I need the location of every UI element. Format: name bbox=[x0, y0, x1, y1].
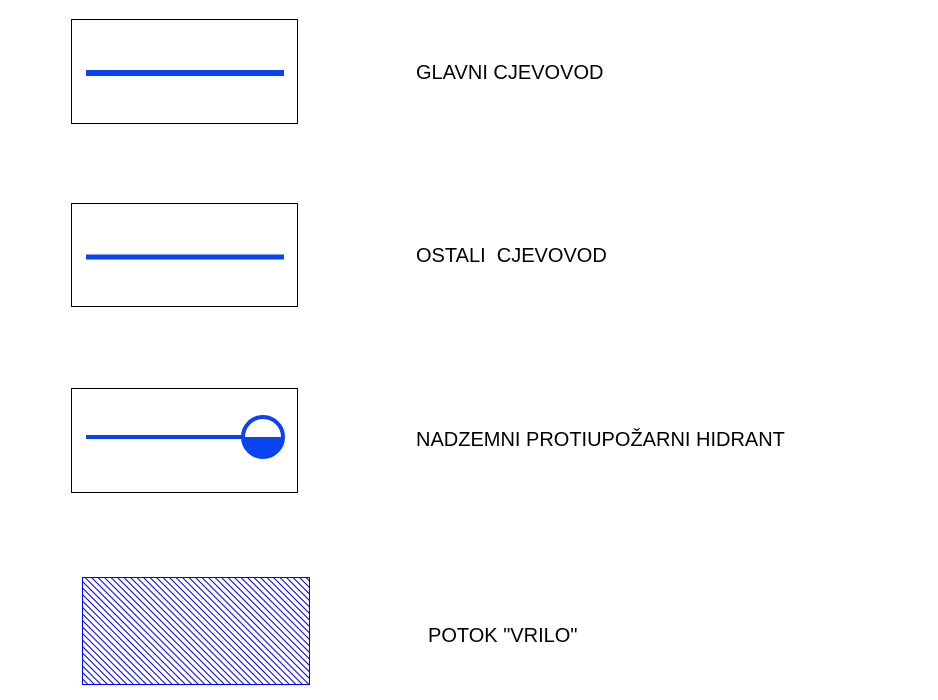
hatch-line bbox=[181, 577, 291, 685]
hatch-line bbox=[233, 577, 310, 654]
hatch-line bbox=[142, 577, 252, 685]
hatch-line bbox=[194, 577, 304, 685]
hatch-line bbox=[82, 638, 128, 685]
stream-hatch-border bbox=[82, 577, 310, 685]
main-pipeline-symbol bbox=[86, 70, 284, 76]
hatch-line bbox=[220, 577, 310, 667]
hatch-line bbox=[201, 577, 310, 685]
hatch-line bbox=[82, 599, 167, 685]
hatch-line bbox=[97, 577, 206, 685]
hatch-line bbox=[240, 577, 310, 648]
hatch-line bbox=[266, 577, 310, 622]
main-pipeline-symbol-box bbox=[71, 19, 298, 124]
hatch-line bbox=[129, 577, 239, 685]
hatch-line bbox=[103, 577, 213, 685]
other-pipeline-label: OSTALI CJEVOVOD bbox=[416, 245, 607, 267]
other-pipeline-symbol-box bbox=[71, 203, 298, 307]
hydrant-icon-fill bbox=[243, 437, 283, 457]
hatch-line bbox=[82, 586, 180, 685]
hatch-line bbox=[227, 577, 310, 661]
other-pipeline-symbol bbox=[86, 254, 284, 260]
hatch-line bbox=[82, 645, 122, 685]
hatch-line bbox=[175, 577, 284, 685]
hatch-line bbox=[259, 577, 310, 628]
hatch-line bbox=[82, 632, 135, 685]
hatch-line bbox=[82, 658, 109, 685]
hatch-line bbox=[90, 577, 200, 685]
main-pipeline-label: GLAVNI CJEVOVOD bbox=[416, 62, 604, 84]
hatch-line bbox=[84, 577, 193, 685]
stream-hatch-symbol bbox=[82, 577, 310, 685]
hatch-line bbox=[82, 651, 115, 685]
hatch-line bbox=[82, 612, 154, 685]
hydrant-symbol bbox=[86, 415, 285, 459]
hatch-line bbox=[279, 577, 310, 609]
hatch-line bbox=[136, 577, 245, 685]
hatch-line bbox=[162, 577, 271, 685]
hatch-line bbox=[116, 577, 226, 685]
hatch-line bbox=[110, 577, 219, 685]
hatch-line bbox=[214, 577, 310, 674]
hatch-line bbox=[188, 577, 297, 685]
hatch-line bbox=[82, 664, 102, 685]
hatch-line bbox=[285, 577, 310, 602]
hatch-line bbox=[168, 577, 278, 685]
stream-label: POTOK "VRILO" bbox=[428, 625, 578, 647]
hatch-line bbox=[82, 625, 141, 685]
hatch-line bbox=[272, 577, 310, 615]
hatch-line bbox=[82, 580, 187, 685]
hatch-line bbox=[82, 606, 161, 685]
hatch-line bbox=[253, 577, 310, 635]
hatch-line bbox=[123, 577, 232, 685]
hydrant-label: NADZEMNI PROTIUPOŽARNI HIDRANT bbox=[416, 429, 785, 451]
hydrant-symbol-box bbox=[71, 388, 298, 493]
hatch-line bbox=[82, 619, 148, 685]
hatch-line bbox=[149, 577, 258, 685]
hatch-line bbox=[155, 577, 265, 685]
hatch-line bbox=[246, 577, 310, 641]
hatch-line bbox=[207, 577, 310, 680]
hatch-pattern bbox=[82, 577, 310, 685]
